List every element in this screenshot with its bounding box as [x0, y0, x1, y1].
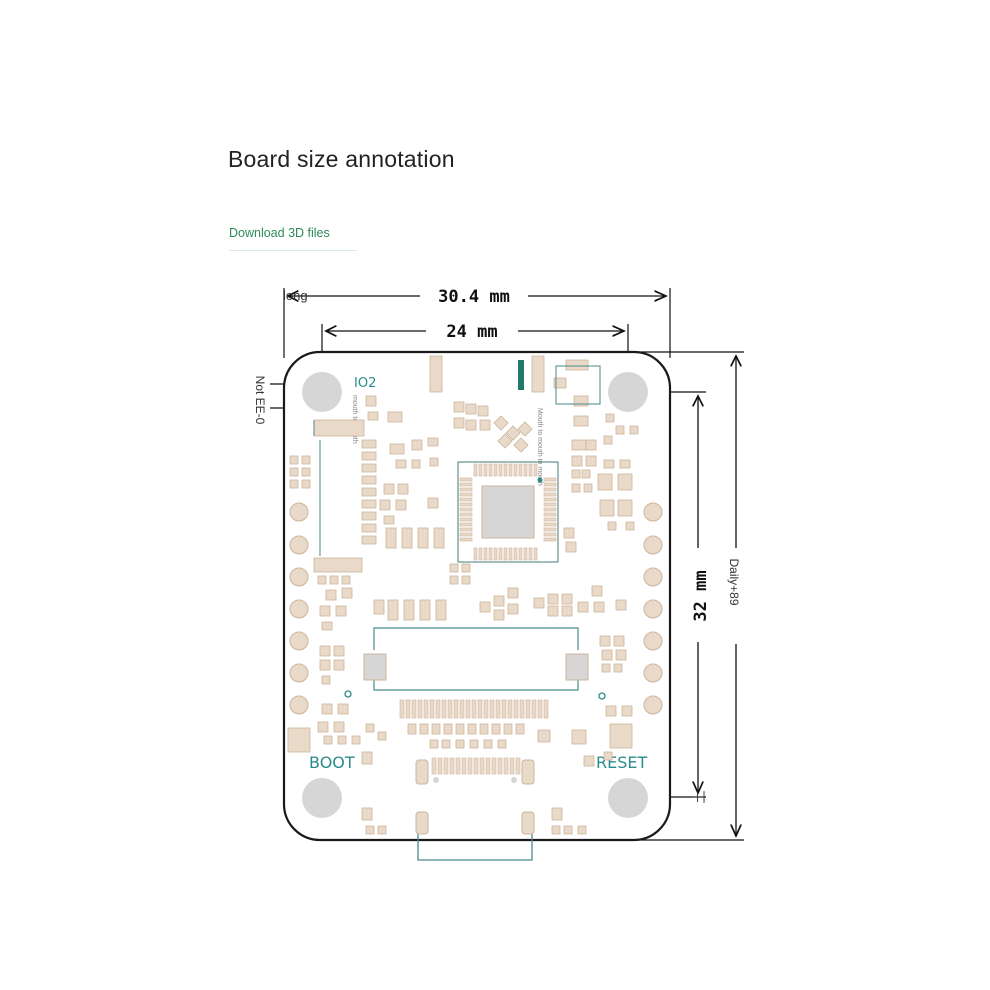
crystal-outline — [555, 365, 601, 405]
side-label: Not EE-0 — [253, 376, 267, 425]
link-underline — [229, 250, 357, 251]
download-3d-files-link[interactable]: Download 3D files — [229, 226, 330, 240]
hole-height-label: 32 mm — [691, 570, 711, 621]
overall-height-label: Daily+89 — [727, 558, 741, 605]
hole-width-label: 24 mm — [446, 322, 497, 342]
module-outline — [313, 420, 321, 556]
chip-pin1-dot — [537, 477, 543, 483]
mounting-hole-bottom-right — [608, 778, 648, 818]
usb-c-connector — [415, 757, 535, 861]
mounting-hole-top-left — [302, 372, 342, 412]
long-label: long — [283, 288, 308, 303]
silk-text-left: mouth to mouth — [351, 395, 358, 444]
status-led — [518, 360, 524, 390]
silk-text-center: Mouth to mouth to mouth — [536, 408, 543, 486]
fpc-connector — [344, 627, 606, 719]
mounting-hole-bottom-left — [302, 778, 342, 818]
boot-silk-label: BOOT — [309, 753, 355, 772]
smd-components — [287, 355, 639, 835]
overall-width-label: 30.4 mm — [438, 287, 510, 307]
small-mark: 土 — [692, 790, 707, 803]
io2-silk-label: IO2 — [354, 376, 376, 391]
page-title: Board size annotation — [228, 146, 455, 172]
mounting-hole-top-right — [608, 372, 648, 412]
right-edge-pads — [643, 502, 663, 715]
mcu-chip — [457, 461, 559, 563]
left-edge-pads — [289, 502, 309, 715]
